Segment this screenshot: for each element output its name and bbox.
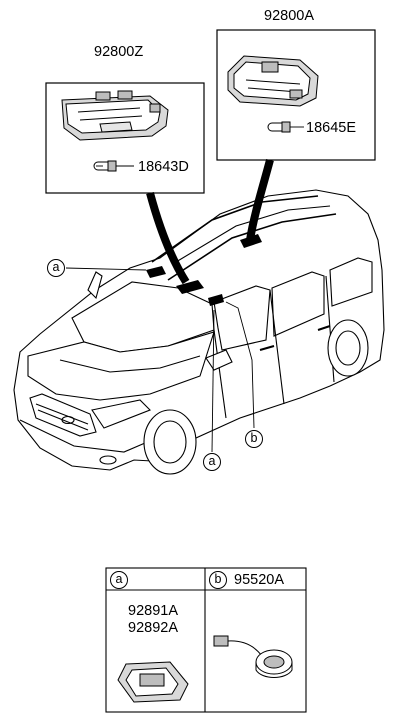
callout-a-bottom: a bbox=[203, 453, 221, 471]
bulb-18645e-drawing bbox=[267, 121, 304, 133]
callout-b: b bbox=[245, 430, 263, 448]
table-part-95520a: 95520A bbox=[234, 572, 284, 588]
parts-table bbox=[105, 567, 307, 713]
lamp-marker-front bbox=[176, 280, 204, 294]
vanity-lamp-marker bbox=[208, 294, 224, 306]
part-label-18645e: 18645E bbox=[306, 120, 356, 136]
leader-lines bbox=[65, 165, 255, 453]
dome-lamp-drawing bbox=[61, 90, 169, 172]
part-label-92800z: 92800Z bbox=[94, 44, 144, 60]
part-label-92800a: 92800A bbox=[264, 8, 314, 24]
room-lamp-drawing bbox=[227, 55, 319, 133]
table-cell-b-letter: b bbox=[209, 571, 227, 589]
arrow-dome-lamp bbox=[146, 191, 190, 285]
arrow-room-lamp bbox=[246, 158, 274, 241]
room-lamp-box bbox=[216, 29, 376, 161]
table-cell-a-letter: a bbox=[110, 571, 128, 589]
part-label-18643d: 18643D bbox=[138, 159, 189, 175]
lamp-marker-rear bbox=[240, 234, 262, 248]
table-part-92892a: 92892A bbox=[128, 620, 178, 636]
dome-lamp-box bbox=[45, 82, 205, 194]
courtesy-lamp-drawing bbox=[117, 661, 189, 703]
car-drawing bbox=[13, 189, 385, 475]
bulb-18643d-drawing bbox=[93, 160, 134, 172]
callout-a-left: a bbox=[47, 259, 65, 277]
sensor-drawing bbox=[213, 635, 293, 678]
map-lamp-marker bbox=[146, 266, 166, 278]
table-part-92891a: 92891A bbox=[128, 603, 178, 619]
